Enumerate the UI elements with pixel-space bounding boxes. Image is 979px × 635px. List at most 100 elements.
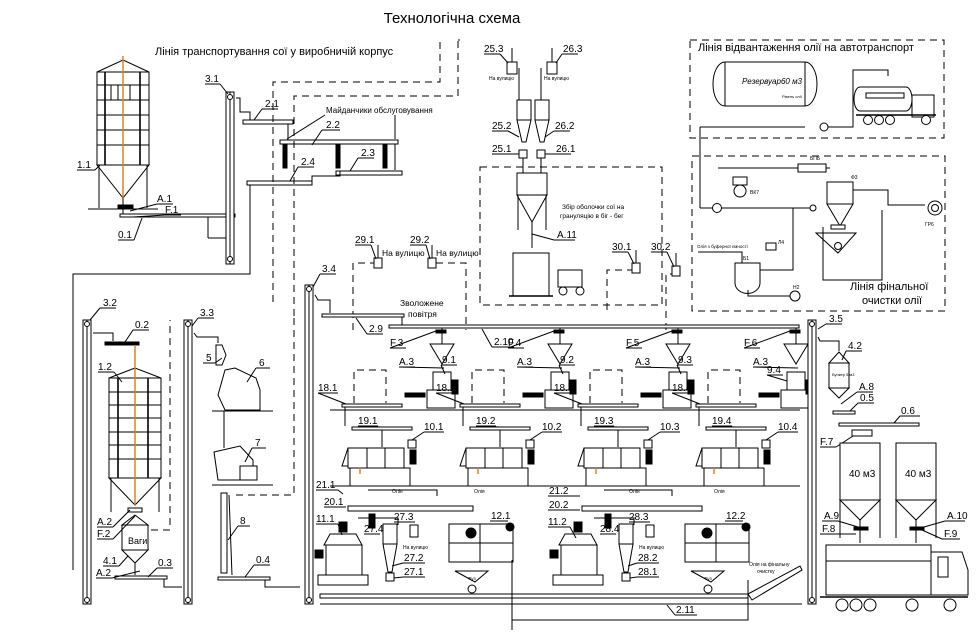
- label-9-1: 9.1: [442, 355, 456, 366]
- label-26-1: 26.1: [556, 144, 576, 155]
- label-29-1: 29.1: [355, 235, 375, 246]
- label-0-4: 0.4: [256, 555, 270, 566]
- annotation-bunker-small: Бункер 5 м3: [832, 372, 855, 377]
- label-2-10: 2.10: [494, 337, 514, 348]
- annotation-fuz-2: Фуз: [704, 576, 712, 581]
- label-20-1: 20.1: [324, 497, 344, 508]
- to-street-25: На вулицю: [489, 76, 514, 82]
- conveyor-18-2: [459, 403, 521, 408]
- label-2-2: 2.2: [326, 120, 340, 131]
- annotation-hull-collection-1: Збір оболочки сої на: [562, 203, 624, 211]
- grain-truck: [820, 544, 969, 612]
- label-18-1: 18.1: [318, 383, 338, 394]
- fans-29-30: [373, 245, 681, 277]
- to-street-26: На вулицю: [544, 76, 569, 82]
- annotation-oil-3: Олія: [629, 489, 640, 495]
- label-f-8: F.8: [822, 524, 836, 535]
- expander-10-4: [701, 447, 759, 469]
- conveyor-2-3: [335, 170, 403, 176]
- label-a-10: A.10: [947, 511, 968, 522]
- cyclone-28: [594, 513, 655, 582]
- conveyor-2-11: [319, 593, 749, 599]
- label-3-2: 3.2: [103, 298, 117, 309]
- label-18-4: 18.4: [672, 383, 692, 394]
- label-19-3: 19.3: [594, 416, 614, 427]
- label-21-1: 21.1: [316, 480, 336, 491]
- label-29-2: 29.2: [410, 235, 430, 246]
- to-street-27: На вулицю: [403, 545, 428, 551]
- conveyor-19-2: [469, 426, 531, 431]
- label-a-2: A.2: [97, 517, 112, 528]
- label-10-1: 10.1: [424, 422, 444, 433]
- annotation-oil-4: Олія: [714, 489, 725, 495]
- label-2-11: 2.11: [676, 605, 695, 616]
- annotation-oil-to-final-1: Олія на фінальну: [749, 562, 790, 568]
- elevator-3-2: [82, 319, 92, 605]
- conveyor-18-4: [695, 403, 757, 408]
- label-3-4: 3.4: [322, 264, 336, 275]
- conveyor-20-2: [581, 505, 703, 512]
- expander-10-1: [347, 447, 405, 469]
- label-0-3: 0.3: [158, 558, 172, 569]
- to-street-29-1: На вулицю: [382, 248, 425, 258]
- annotation-tank-40-right: 40 м3: [905, 469, 932, 480]
- to-street-28: На вулицю: [639, 545, 664, 551]
- cooler-11-2: [549, 521, 604, 586]
- label-2-1: 2.1: [265, 99, 279, 110]
- label-27-2: 27.2: [404, 553, 424, 564]
- label-0-5: 0.5: [860, 393, 874, 404]
- label-25-2: 25.2: [492, 121, 512, 132]
- annotation-bpb: БПБ: [810, 156, 821, 162]
- label-f-3: F.3: [390, 338, 404, 349]
- filter-12-2: [684, 522, 751, 594]
- label-28-2: 28.2: [638, 553, 658, 564]
- oil-loading-zone: [689, 39, 945, 139]
- feeder-3: [671, 329, 683, 334]
- label-8: 8: [240, 516, 246, 527]
- label-4-2: 4.2: [848, 341, 862, 352]
- label-28-3: 28.3: [629, 512, 649, 523]
- annotation-humid-air-1: Зволожене: [400, 298, 444, 308]
- label-a-3-3: A.3: [635, 357, 650, 368]
- hopper-4: [783, 343, 809, 365]
- conveyor-2-10: [388, 324, 800, 329]
- annotation-oil-2: Олія: [474, 489, 485, 495]
- conveyor-2-4: [246, 180, 313, 186]
- label-3-1: 3.1: [205, 74, 219, 85]
- annotation-humid-air-2: повітря: [408, 309, 437, 319]
- conveyor-0-2: [104, 341, 140, 346]
- label-2-4: 2.4: [301, 157, 315, 168]
- machine-6: [217, 367, 261, 411]
- label-19-4: 19.4: [712, 416, 732, 427]
- expander-10-2: [465, 447, 523, 469]
- label-1-2: 1.2: [98, 362, 112, 373]
- label-10-3: 10.3: [660, 422, 680, 433]
- label-0-1: 0.1: [118, 230, 132, 241]
- annotation-l4: Л4: [778, 240, 784, 246]
- machine-8: [220, 492, 228, 574]
- annotation-gr6: ГР6: [925, 222, 934, 228]
- label-2-3: 2.3: [361, 148, 375, 159]
- annotation-oil-1: Олія: [392, 489, 403, 495]
- label-3-3: 3.3: [200, 308, 214, 319]
- label-12-2: 12.2: [726, 511, 746, 522]
- label-f-4: F.4: [508, 338, 522, 349]
- label-f-7: F.7: [820, 437, 834, 448]
- annotation-hull-collection-2: грануляцію в біг - бег: [560, 212, 624, 220]
- label-18-2: 18.2: [436, 383, 456, 394]
- label-a-9: A.9: [824, 511, 839, 522]
- conveyor-0-5: [832, 410, 856, 415]
- conveyor-19-3: [587, 426, 649, 431]
- label-f-1: F.1: [165, 205, 179, 216]
- machine-5: [215, 344, 227, 366]
- annotation-tank-60: Резервуар60 м3: [742, 77, 803, 86]
- cooler-11-1: [314, 521, 369, 586]
- label-10-2: 10.2: [542, 422, 562, 433]
- annotation-oil-level: Рівень олії: [782, 94, 803, 99]
- label-5: 5: [206, 353, 212, 364]
- label-a-3-2: A.3: [517, 357, 532, 368]
- label-2-9: 2.9: [369, 324, 383, 335]
- conveyor-18-3: [577, 403, 639, 408]
- cyclone-27: [358, 513, 419, 582]
